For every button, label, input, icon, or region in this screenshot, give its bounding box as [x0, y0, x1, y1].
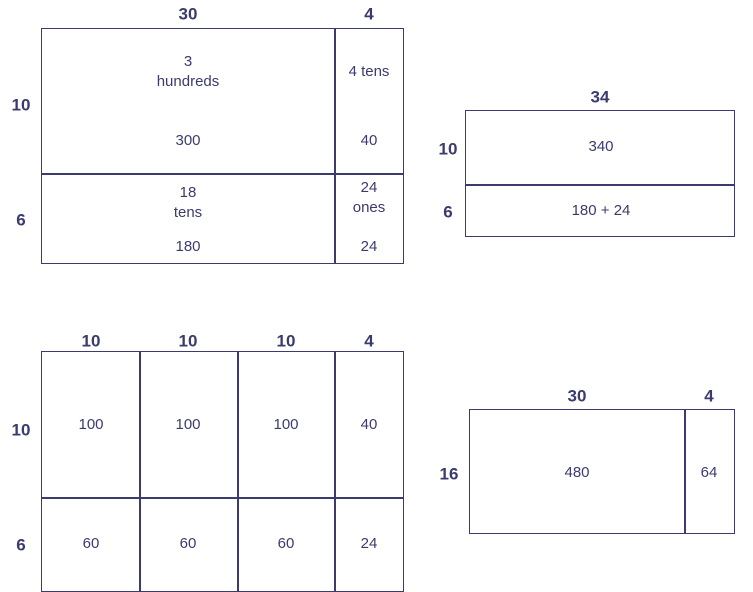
model-d-value-480: 480: [564, 464, 590, 481]
model-c-r0c0: 100: [78, 416, 104, 433]
model-d-col-label-30: 30: [567, 386, 587, 406]
model-a-row-label-10: 10: [11, 95, 31, 115]
model-a-r1c0-value: 180: [175, 238, 201, 255]
model-a-cell-ones: [334, 173, 404, 264]
model-c-r1c2: 60: [277, 535, 295, 552]
model-c-col-label-3: 10: [276, 331, 296, 351]
model-c-r0c2: 100: [273, 416, 299, 433]
model-a-r0c1-value: 40: [360, 132, 378, 149]
model-c-row-label-10: 10: [11, 420, 31, 440]
model-d-value-64: 64: [700, 464, 718, 481]
model-b-bottom-value: 180 + 24: [571, 202, 631, 219]
model-a-r0c1-words: 4 tens: [348, 63, 390, 80]
model-d-col-label-4: 4: [704, 386, 714, 406]
model-a-cell-tens: [334, 28, 404, 175]
model-a-col-label-30: 30: [178, 4, 198, 24]
model-b-col-label-34: 34: [590, 87, 610, 107]
model-d-row-label-16: 16: [439, 464, 459, 484]
model-a-col-label-4: 4: [364, 4, 374, 24]
model-a-r1c0-words: 18 tens: [173, 184, 203, 221]
model-c-r1c3: 24: [360, 535, 378, 552]
model-b-cell-bottom: [465, 184, 735, 237]
model-c-col-label-2: 10: [178, 331, 198, 351]
model-c-cell: [237, 351, 336, 499]
model-a-cell-hundreds: [41, 28, 336, 175]
model-b-cell-top: [465, 110, 735, 186]
model-a-r1c1-words: 24 ones: [352, 179, 386, 216]
model-b-top-value: 340: [588, 138, 614, 155]
model-b-row-label-10: 10: [438, 139, 458, 159]
model-c-r1c0: 60: [82, 535, 100, 552]
model-c-r1c1: 60: [179, 535, 197, 552]
model-a-r1c1-value: 24: [360, 238, 378, 255]
model-c-col-label-1: 10: [81, 331, 101, 351]
model-c-row-label-6: 6: [16, 535, 26, 555]
model-a-r0c0-value: 300: [175, 132, 201, 149]
model-b-row-label-6: 6: [443, 202, 453, 222]
model-c-col-label-4: 4: [364, 331, 374, 351]
model-c-cell: [139, 351, 239, 499]
model-c-cell: [41, 351, 141, 499]
model-d-cell-small: [684, 409, 735, 534]
model-a-cell-tens-2: [41, 173, 336, 264]
model-d-cell-large: [469, 409, 686, 534]
model-c-cell: [334, 351, 404, 499]
model-a-row-label-6: 6: [16, 210, 26, 230]
model-c-r0c1: 100: [175, 416, 201, 433]
model-c-r0c3: 40: [360, 416, 378, 433]
model-a-r0c0-words: 3 hundreds: [156, 53, 220, 90]
